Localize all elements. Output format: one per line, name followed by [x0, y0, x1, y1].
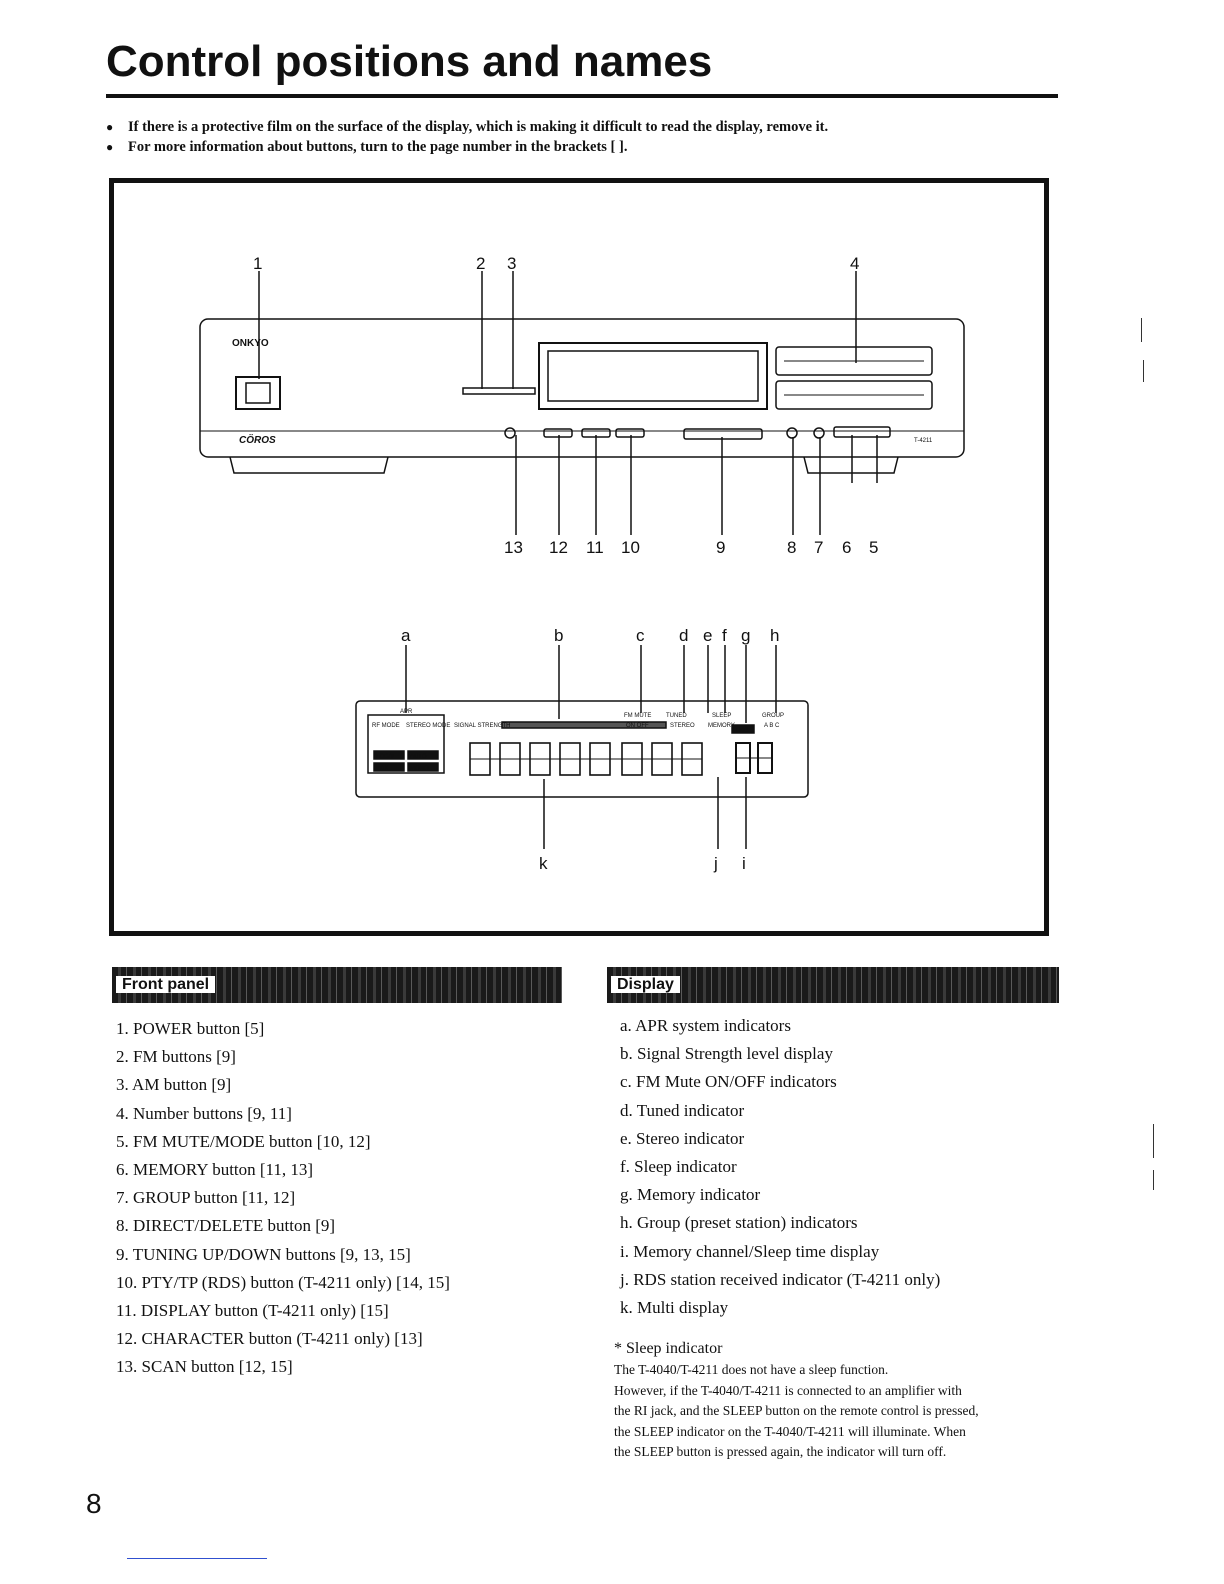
callout-6: 6 — [842, 538, 851, 557]
callout-10: 10 — [621, 538, 640, 557]
display-list: a. APR system indicators b. Signal Stren… — [620, 1012, 940, 1322]
list-item: 4. Number buttons [9, 11] — [116, 1103, 292, 1123]
list-item: 5. FM MUTE/MODE button [10, 12] — [116, 1131, 371, 1151]
callout-2: 2 — [476, 254, 485, 273]
list-item: e. Stereo indicator — [620, 1128, 745, 1148]
list-item: h. Group (preset station) indicators — [620, 1213, 858, 1233]
notes-list: ●If there is a protective film on the su… — [106, 117, 1066, 157]
list-item: g. Memory indicator — [620, 1185, 761, 1205]
list-item: b. Signal Strength level display — [620, 1044, 833, 1064]
title-underline — [106, 94, 1058, 98]
note-line: the SLEEP button is pressed again, the i… — [614, 1444, 947, 1459]
callout-k: k — [539, 854, 548, 873]
list-item: 3. AM button [9] — [116, 1075, 232, 1095]
label-rf-mode: RF MODE — [372, 723, 400, 729]
list-item: 2. FM buttons [9] — [116, 1047, 236, 1067]
callout-f: f — [722, 626, 727, 645]
label-group-abc: A B C — [764, 723, 780, 729]
label-auto: AUTO — [410, 754, 427, 760]
bullet-icon: ● — [106, 140, 114, 154]
callout-5: 5 — [869, 538, 878, 557]
margin-mark — [1143, 360, 1144, 382]
model-label: T-4211 — [914, 438, 933, 444]
callout-c: c — [636, 626, 645, 645]
callout-8: 8 — [787, 538, 796, 557]
label-fm-mute: FM MUTE — [624, 713, 651, 719]
display-heading: Display — [607, 967, 1059, 1003]
callout-j: j — [713, 854, 718, 873]
front-panel-list: 1. POWER button [5] 2. FM buttons [9] 3.… — [116, 1015, 450, 1382]
brand-logo: ONKYO — [232, 338, 269, 349]
label-signal-strength: SIGNAL STRENGTH — [454, 723, 510, 729]
callout-9: 9 — [716, 538, 725, 557]
note-line: the RI jack, and the SLEEP button on the… — [614, 1403, 979, 1418]
list-item: f. Sleep indicator — [620, 1157, 737, 1177]
callout-4: 4 — [850, 254, 859, 273]
display-drawing — [355, 700, 809, 798]
list-item: j. RDS station received indicator (T-421… — [620, 1269, 941, 1289]
footer-rule — [127, 1558, 267, 1559]
list-item: c. FM Mute ON/OFF indicators — [620, 1072, 837, 1092]
list-item: k. Multi display — [620, 1298, 729, 1318]
front-panel-drawing — [199, 318, 965, 474]
list-item: i. Memory channel/Sleep time display — [620, 1241, 880, 1261]
note-item: ●If there is a protective film on the su… — [106, 119, 829, 135]
label-on-off: ON OFF — [626, 723, 649, 729]
display-leader-lines — [405, 645, 777, 849]
callout-11: 11 — [586, 538, 604, 557]
label-mono: MONO — [410, 766, 429, 772]
callout-a: a — [401, 626, 411, 645]
list-item: 11. DISPLAY button (T-4211 only) [15] — [116, 1301, 389, 1321]
sub-logo: CÖROS — [239, 433, 276, 446]
callout-h: h — [770, 626, 779, 645]
page-title: Control positions and names — [106, 37, 713, 86]
callout-e: e — [703, 626, 712, 645]
note-heading: * Sleep indicator — [614, 1340, 723, 1357]
front-panel-heading: Front panel — [112, 967, 562, 1003]
callout-i: i — [742, 854, 746, 873]
label-tuned: TUNED — [666, 713, 687, 719]
sleep-indicator-note: * Sleep indicator The T-4040/T-4211 does… — [614, 1338, 1074, 1463]
callout-7: 7 — [814, 538, 823, 557]
panel-leader-lines — [258, 271, 878, 535]
label-stereo: STEREO — [670, 723, 695, 729]
list-item: 13. SCAN button [12, 15] — [116, 1357, 293, 1377]
margin-mark — [1153, 1170, 1154, 1190]
callout-g: g — [741, 626, 750, 645]
list-item: d. Tuned indicator — [620, 1100, 745, 1120]
note-line: the SLEEP indicator on the T-4040/T-4211… — [614, 1423, 966, 1439]
page-number: 8 — [86, 1488, 102, 1519]
label-local: LOCAL — [376, 754, 396, 760]
list-item: 10. PTY/TP (RDS) button (T-4211 only) [1… — [116, 1272, 450, 1292]
callout-b: b — [554, 626, 563, 645]
callout-3: 3 — [507, 254, 516, 273]
list-item: 9. TUNING UP/DOWN buttons [9, 13, 15] — [116, 1244, 411, 1264]
list-item: 6. MEMORY button [11, 13] — [116, 1160, 314, 1180]
callout-13: 13 — [504, 538, 523, 557]
callout-12: 12 — [549, 538, 568, 557]
bullet-icon: ● — [106, 120, 114, 134]
list-item: a. APR system indicators — [620, 1016, 791, 1035]
list-item: 12. CHARACTER button (T-4211 only) [13] — [116, 1329, 423, 1349]
list-item: 7. GROUP button [11, 12] — [116, 1188, 296, 1208]
note-line: However, if the T-4040/T-4211 is connect… — [614, 1382, 962, 1398]
callout-1: 1 — [253, 254, 262, 273]
tuner-diagram: ONKYO CÖROS T-4211 1 2 3 4 13 12 11 10 — [199, 254, 965, 873]
label-memory: MEMORY — [708, 723, 735, 729]
margin-mark — [1141, 318, 1142, 342]
label-group: GROUP — [762, 713, 784, 719]
note-line: The T-4040/T-4211 does not have a sleep … — [614, 1362, 889, 1377]
note-item: ●For more information about buttons, tur… — [106, 139, 628, 155]
list-item: 8. DIRECT/DELETE button [9] — [116, 1216, 336, 1236]
callout-d: d — [679, 626, 688, 645]
label-dx: DX — [380, 766, 388, 772]
label-stereo-mode: STEREO MODE — [406, 723, 450, 729]
list-item: 1. POWER button [5] — [116, 1019, 265, 1038]
label-sleep: SLEEP — [712, 713, 731, 719]
diagram-box: ONKYO CÖROS T-4211 1 2 3 4 13 12 11 10 — [109, 178, 1049, 936]
margin-mark — [1153, 1124, 1154, 1158]
label-rds: RDS — [736, 728, 749, 734]
